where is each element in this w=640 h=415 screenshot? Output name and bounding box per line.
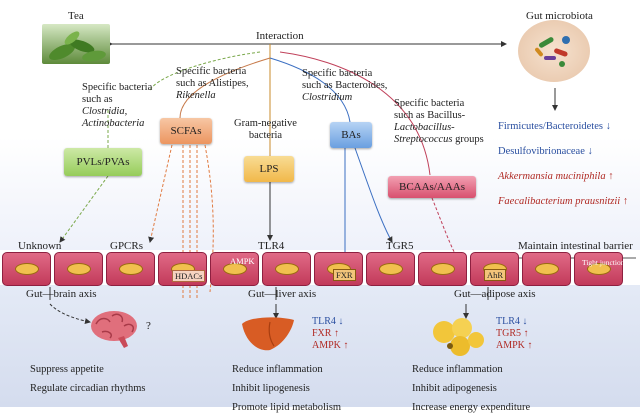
cell-nucleus xyxy=(275,263,299,275)
epithelial-cell xyxy=(262,252,311,286)
liver-effect-3: Promote lipid metabolism xyxy=(232,402,342,413)
cell-nucleus xyxy=(535,263,559,275)
cell-nucleus xyxy=(431,263,455,275)
ahr-tag: AhR xyxy=(484,269,507,281)
gut-liver-axis-label: Gut—liver axis xyxy=(248,288,317,300)
microbe-change-3: Akkermansia muciniphila ↑ xyxy=(498,171,614,182)
epithelial-cell xyxy=(522,252,571,286)
bacteria-group-5: Specific bacteria such as Bacillus- Lact… xyxy=(394,98,484,145)
barrier-label: Maintain intestinal barrier xyxy=(518,240,633,252)
brain-effect-2: Regulate circadian rhythms xyxy=(30,383,146,394)
brain-effects: Suppress appetite Regulate circadian rhy… xyxy=(30,362,145,396)
bas-box: BAs xyxy=(330,122,372,148)
pvls-box: PVLs/PVAs xyxy=(64,148,142,176)
cell-nucleus xyxy=(379,263,403,275)
brain-icon xyxy=(88,308,140,355)
tea-label: Tea xyxy=(68,10,84,22)
microbe-change-4: Faecalibacterium prausnitzii ↑ xyxy=(498,196,629,207)
epithelial-cell xyxy=(366,252,415,286)
microbe-change-1: Firmicutes/Bacteroidetes ↓ xyxy=(498,121,611,132)
receptor-unknown: Unknown xyxy=(18,240,62,252)
cell-nucleus xyxy=(223,263,247,275)
receptor-gpcrs: GPCRs xyxy=(110,240,144,252)
ampk-tag: AMPK xyxy=(230,256,255,266)
gut-adipose-axis-label: Gut—adipose axis xyxy=(454,288,536,300)
liver-marker-3: AMPK ↑ xyxy=(312,340,349,351)
epithelial-cell xyxy=(418,252,467,286)
interaction-label: Interaction xyxy=(256,30,304,42)
brain-effect-1: Suppress appetite xyxy=(30,364,104,375)
epithelial-cell xyxy=(2,252,51,286)
liver-markers: TLR4 ↓ FXR ↑ AMPK ↑ xyxy=(312,316,348,352)
liver-effects: Reduce inflammation Inhibit lipogenesis … xyxy=(232,362,341,415)
bacteria-group-1: Specific bacteria such as Clostridia, Ac… xyxy=(82,82,153,129)
bcaas-box: BCAAs/AAAs xyxy=(388,176,476,198)
bacteria-group-3: Gram-negative bacteria xyxy=(234,118,297,141)
epithelial-cell xyxy=(574,252,623,286)
microbe-change-2: Desulfovibrionaceae ↓ xyxy=(498,146,593,157)
epithelial-cell xyxy=(210,252,259,286)
liver-effect-1: Reduce inflammation xyxy=(232,364,323,375)
adipose-effect-2: Inhibit adipogenesis xyxy=(412,383,497,394)
adipose-tissue-icon xyxy=(430,316,486,361)
cell-nucleus xyxy=(15,263,39,275)
cell-nucleus xyxy=(119,263,143,275)
microbiota-label: Gut microbiota xyxy=(526,10,593,22)
liver-icon xyxy=(240,314,296,359)
hdacs-tag: HDACs xyxy=(172,270,206,282)
bacteria-group-2: Specific bacteria such as Alistipes, Rik… xyxy=(176,66,249,101)
adipose-marker-2: TGR5 ↑ xyxy=(496,328,529,339)
liver-effect-2: Inhibit lipogenesis xyxy=(232,383,310,394)
lps-box: LPS xyxy=(244,156,294,182)
adipose-effects: Reduce inflammation Inhibit adipogenesis… xyxy=(412,362,530,415)
host-tissue-background xyxy=(0,285,640,407)
adipose-effect-3: Increase energy expenditure xyxy=(412,402,531,413)
receptor-tlr4: TLR4 xyxy=(258,240,285,252)
microbe-change-list: Firmicutes/Bacteroidetes ↓ Desulfovibrio… xyxy=(498,114,628,214)
gut-brain-axis-label: Gut—brain axis xyxy=(26,288,97,300)
adipose-effect-1: Reduce inflammation xyxy=(412,364,503,375)
adipose-markers: TLR4 ↓ TGR5 ↑ AMPK ↑ xyxy=(496,316,532,352)
cell-nucleus xyxy=(67,263,91,275)
liver-marker-2: FXR ↑ xyxy=(312,328,339,339)
cell-nucleus xyxy=(587,263,611,275)
fxr-tag: FXR xyxy=(333,269,356,281)
adipose-marker-3: AMPK ↑ xyxy=(496,340,533,351)
bacteria-group-4: Specific bacteria such as Bacteroides, C… xyxy=(302,68,388,103)
microbiota-circle-image xyxy=(518,20,590,82)
tea-leaves-image xyxy=(42,24,110,64)
epithelial-cell xyxy=(54,252,103,286)
receptor-tgr5: TGR5 xyxy=(386,240,414,252)
scfas-box: SCFAs xyxy=(160,118,212,144)
epithelial-cell xyxy=(106,252,155,286)
brain-question-mark: ? xyxy=(146,320,151,332)
liver-marker-1: TLR4 ↓ xyxy=(312,316,344,327)
tight-junctions-label: Tight junctions xyxy=(582,258,628,267)
adipose-marker-1: TLR4 ↓ xyxy=(496,316,528,327)
